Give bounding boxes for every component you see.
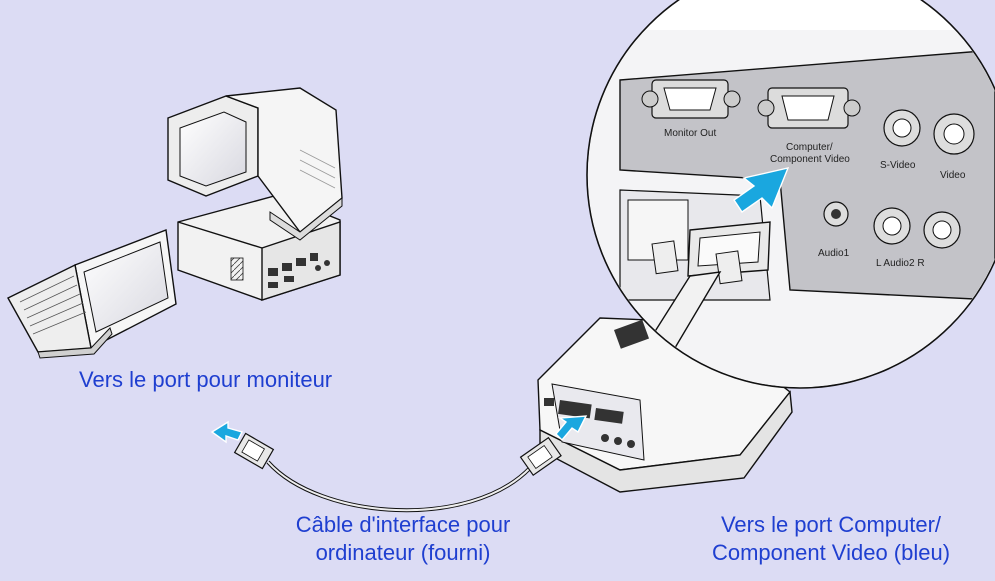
label-monitor-out: Monitor Out [664,128,716,139]
laptop-icon [7,229,177,359]
label-audio2: L Audio2 R [876,258,925,269]
label-audio1: Audio1 [818,248,850,259]
computer-port-icon [757,87,861,129]
cable-connector-right-icon [519,436,562,477]
arrow-to-monitor-port-icon [210,420,244,444]
audio1-port-icon [823,201,849,227]
desktop-computer-icon [167,87,343,301]
video-port-icon [933,113,975,155]
label-s-video: S-Video [880,160,916,171]
monitor-out-port-icon [641,79,741,119]
cable-connector-left-icon [233,432,275,470]
caption-cable: Câble d'interface pour ordinateur (fourn… [295,512,511,565]
s-video-port-icon [883,109,921,147]
label-computer-line2: Component Video [770,154,850,165]
caption-computer-port: Vers le port Computer/ Component Video (… [711,512,951,565]
interface-cable [233,432,562,513]
magnified-port-panel: Monitor Out Computer/ Component Video S-… [586,0,995,389]
label-computer-line1: Computer/ [786,142,833,153]
audio2-port-icon [873,207,961,249]
caption-monitor-port: Vers le port pour moniteur [79,367,333,392]
label-video: Video [940,170,966,181]
arrow-to-projector-port-icon [555,415,588,442]
arrow-magnified-icon [733,167,790,213]
